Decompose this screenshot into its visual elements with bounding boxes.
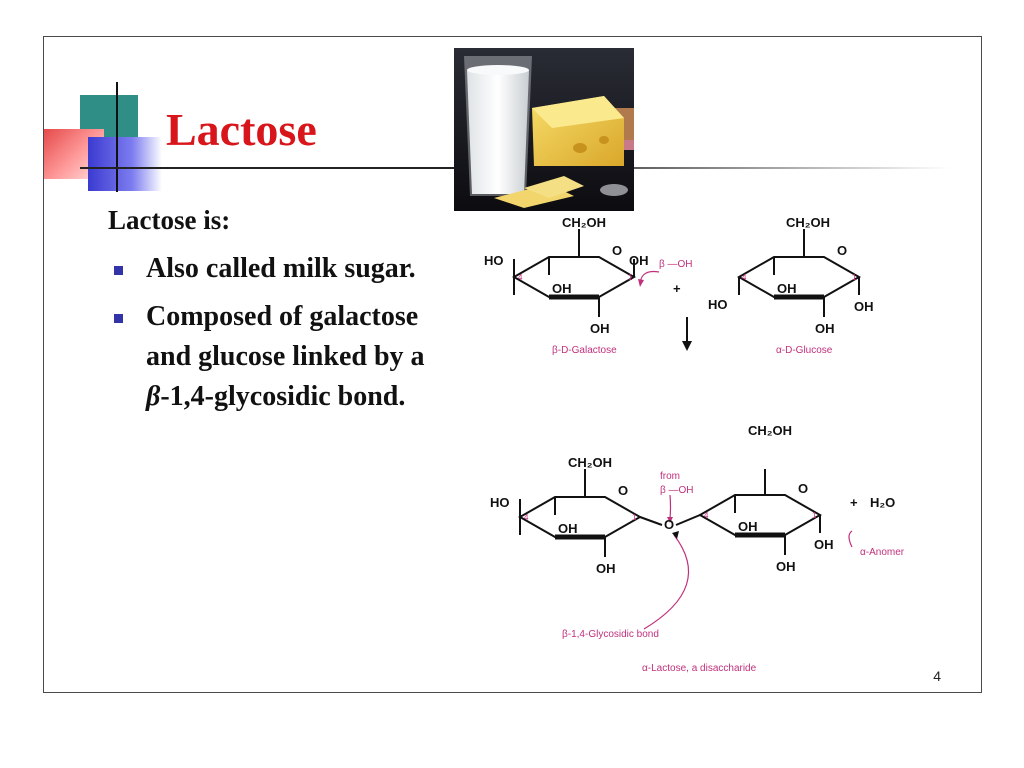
lactose-glc-c4-number: 4 bbox=[704, 511, 709, 520]
glucose-c4-ho: HO bbox=[708, 297, 728, 312]
galactose-ring bbox=[511, 256, 637, 298]
glucose-c2-oh: OH bbox=[815, 321, 835, 336]
bullet-text: -1,4-glycosidic bond. bbox=[160, 381, 406, 412]
galactose-ring-o: O bbox=[612, 243, 622, 258]
bullet-text: Composed of galactose and glucose linked… bbox=[146, 301, 425, 372]
from-label: from bbox=[660, 471, 680, 482]
decor-square-blue bbox=[88, 137, 162, 191]
beta-oh-annotation: β —OH bbox=[659, 259, 693, 270]
decor-vertical-line bbox=[116, 82, 118, 192]
product-label: α-Lactose, a disaccharide bbox=[642, 663, 757, 674]
lactose-glc-c3-oh: OH bbox=[738, 519, 758, 534]
glucose-label: α-D-Glucose bbox=[776, 345, 833, 356]
slide: Lactose bbox=[43, 36, 982, 693]
slide-title: Lactose bbox=[166, 104, 317, 155]
bullet-item: Composed of galactose and glucose linked… bbox=[108, 297, 438, 417]
milk-cheese-photo bbox=[454, 48, 634, 211]
glucose-c4-number: 4 bbox=[742, 273, 747, 282]
glucose-c1-oh: OH bbox=[854, 299, 874, 314]
lactose-galactose-ring bbox=[517, 496, 643, 538]
anomer-label: α-Anomer bbox=[860, 547, 905, 558]
glucose-ring-o: O bbox=[837, 243, 847, 258]
lactose-glc-c1-oh: OH bbox=[814, 537, 834, 552]
slide-number: 4 bbox=[933, 668, 941, 684]
galactose-c4-number: 4 bbox=[518, 273, 523, 282]
intro-text: Lactose is: bbox=[108, 205, 231, 235]
lactose-gal-ring-o: O bbox=[618, 483, 628, 498]
galactose-label: β-D-Galactose bbox=[552, 345, 617, 356]
lactose-glc-c2-oh: OH bbox=[776, 559, 796, 574]
glucose-ring bbox=[736, 256, 862, 298]
lactose-glc-c1-number: 1 bbox=[812, 511, 817, 520]
glucose-ch2oh: CH₂OH bbox=[786, 217, 830, 230]
galactose-c1-oh: OH bbox=[629, 253, 649, 268]
lactose-gal-c2-oh: OH bbox=[596, 561, 616, 576]
galactose-c3-oh: OH bbox=[552, 281, 572, 296]
lactose-gal-c4-ho: HO bbox=[490, 495, 510, 510]
lactose-gal-c4-number: 4 bbox=[524, 513, 529, 522]
bullet-item: Also called milk sugar. bbox=[108, 249, 438, 289]
bullet-square-icon bbox=[114, 314, 123, 323]
galactose-c2-oh: OH bbox=[590, 321, 610, 336]
lactose-gal-c1-number: 1 bbox=[632, 513, 637, 522]
bullet-list: Also called milk sugar. Composed of gala… bbox=[108, 249, 438, 425]
galactose-c1-number: 1 bbox=[628, 273, 633, 282]
bullet-text: Also called milk sugar. bbox=[146, 253, 416, 284]
lactose-glc-ch2oh: CH₂OH bbox=[748, 423, 792, 438]
bullet-square-icon bbox=[114, 266, 123, 275]
lactose-glc-ring-o: O bbox=[798, 481, 808, 496]
from-beta-oh-label: β —OH bbox=[660, 485, 694, 496]
glucose-c1-number: 1 bbox=[852, 273, 857, 282]
lactose-gal-ch2oh: CH₂OH bbox=[568, 455, 612, 470]
galactose-ch2oh: CH₂OH bbox=[562, 217, 606, 230]
glycosidic-bond-label: β-1,4-Glycosidic bond bbox=[562, 629, 659, 640]
galactose-c4-ho: HO bbox=[484, 253, 504, 268]
glucose-c3-oh: OH bbox=[777, 281, 797, 296]
lactose-glucose-ring bbox=[697, 494, 823, 536]
plus-sign: + bbox=[673, 281, 681, 296]
lactose-formation-diagram: CH₂OH O HO OH OH OH + CH₂OH O HO OH OH O… bbox=[484, 217, 905, 674]
glycosidic-oxygen: O bbox=[664, 517, 674, 532]
water: H₂O bbox=[870, 495, 895, 510]
beta-symbol: β bbox=[146, 381, 161, 412]
lactose-gal-c3-oh: OH bbox=[558, 521, 578, 536]
plus-water: + bbox=[850, 495, 858, 510]
